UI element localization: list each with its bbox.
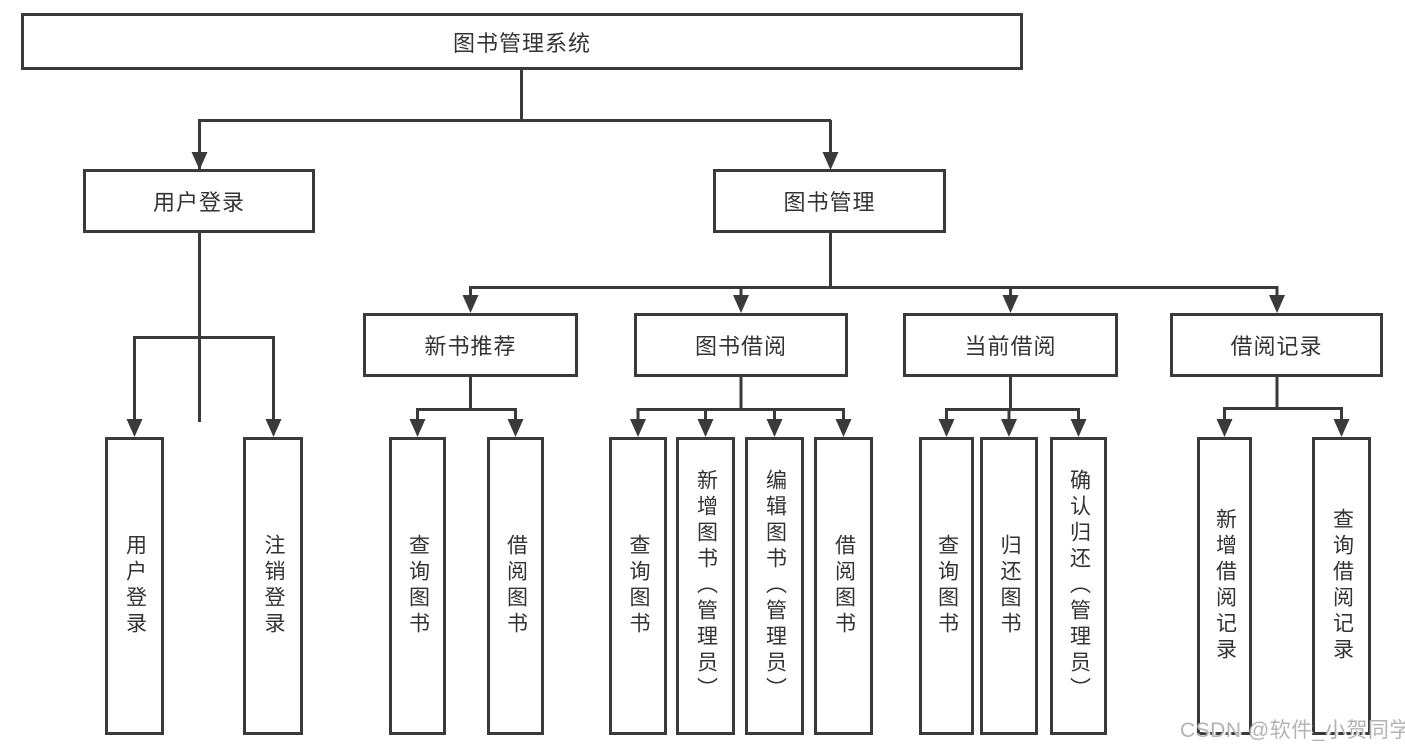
node-user-login: 用户登录 [83, 169, 315, 233]
leaf-user-login: 用户登录 [105, 437, 164, 735]
leaf-edit-books-admin-label: 编辑图书（管理员） [763, 469, 787, 703]
leaf-query-borrow-record: 查询借阅记录 [1312, 437, 1371, 735]
leaf-query-books-current-label: 查询图书 [935, 534, 959, 638]
leaf-user-login-label: 用户登录 [123, 534, 147, 638]
node-current-borrow: 当前借阅 [903, 313, 1118, 377]
csdn-watermark: CSDN @软件_小贺同学 [1180, 719, 1405, 742]
node-borrow-records: 借阅记录 [1170, 313, 1383, 377]
leaf-query-books-recommend: 查询图书 [389, 437, 446, 735]
leaf-query-books-borrow: 查询图书 [609, 437, 667, 735]
leaf-borrow-books-recommend: 借阅图书 [487, 437, 544, 735]
node-book-borrow: 图书借阅 [634, 313, 848, 377]
leaf-borrow-books-recommend-label: 借阅图书 [504, 534, 528, 638]
leaf-query-books-current: 查询图书 [919, 437, 974, 735]
leaf-add-books-admin-label: 新增图书（管理员） [694, 469, 718, 703]
leaf-return-books: 归还图书 [980, 437, 1038, 735]
leaf-query-books-borrow-label: 查询图书 [627, 534, 650, 638]
leaf-borrow-books-label: 借阅图书 [832, 534, 856, 638]
leaf-return-books-label: 归还图书 [998, 534, 1021, 638]
node-book-management: 图书管理 [713, 169, 946, 233]
node-library-system: 图书管理系统 [21, 13, 1023, 70]
leaf-query-books-recommend-label: 查询图书 [406, 534, 430, 638]
leaf-add-borrow-record-label: 新增借阅记录 [1213, 508, 1237, 664]
leaf-logout: 注销登录 [243, 437, 303, 735]
leaf-borrow-books: 借阅图书 [814, 437, 873, 735]
leaf-confirm-return-admin: 确认归还（管理员） [1050, 437, 1107, 735]
node-new-book-recommend: 新书推荐 [363, 313, 578, 377]
leaf-edit-books-admin: 编辑图书（管理员） [745, 437, 804, 735]
leaf-query-borrow-record-label: 查询借阅记录 [1330, 508, 1354, 664]
leaf-confirm-return-admin-label: 确认归还（管理员） [1067, 469, 1091, 703]
leaf-add-books-admin: 新增图书（管理员） [676, 437, 735, 735]
leaf-add-borrow-record: 新增借阅记录 [1197, 437, 1252, 735]
leaf-logout-label: 注销登录 [262, 534, 285, 638]
